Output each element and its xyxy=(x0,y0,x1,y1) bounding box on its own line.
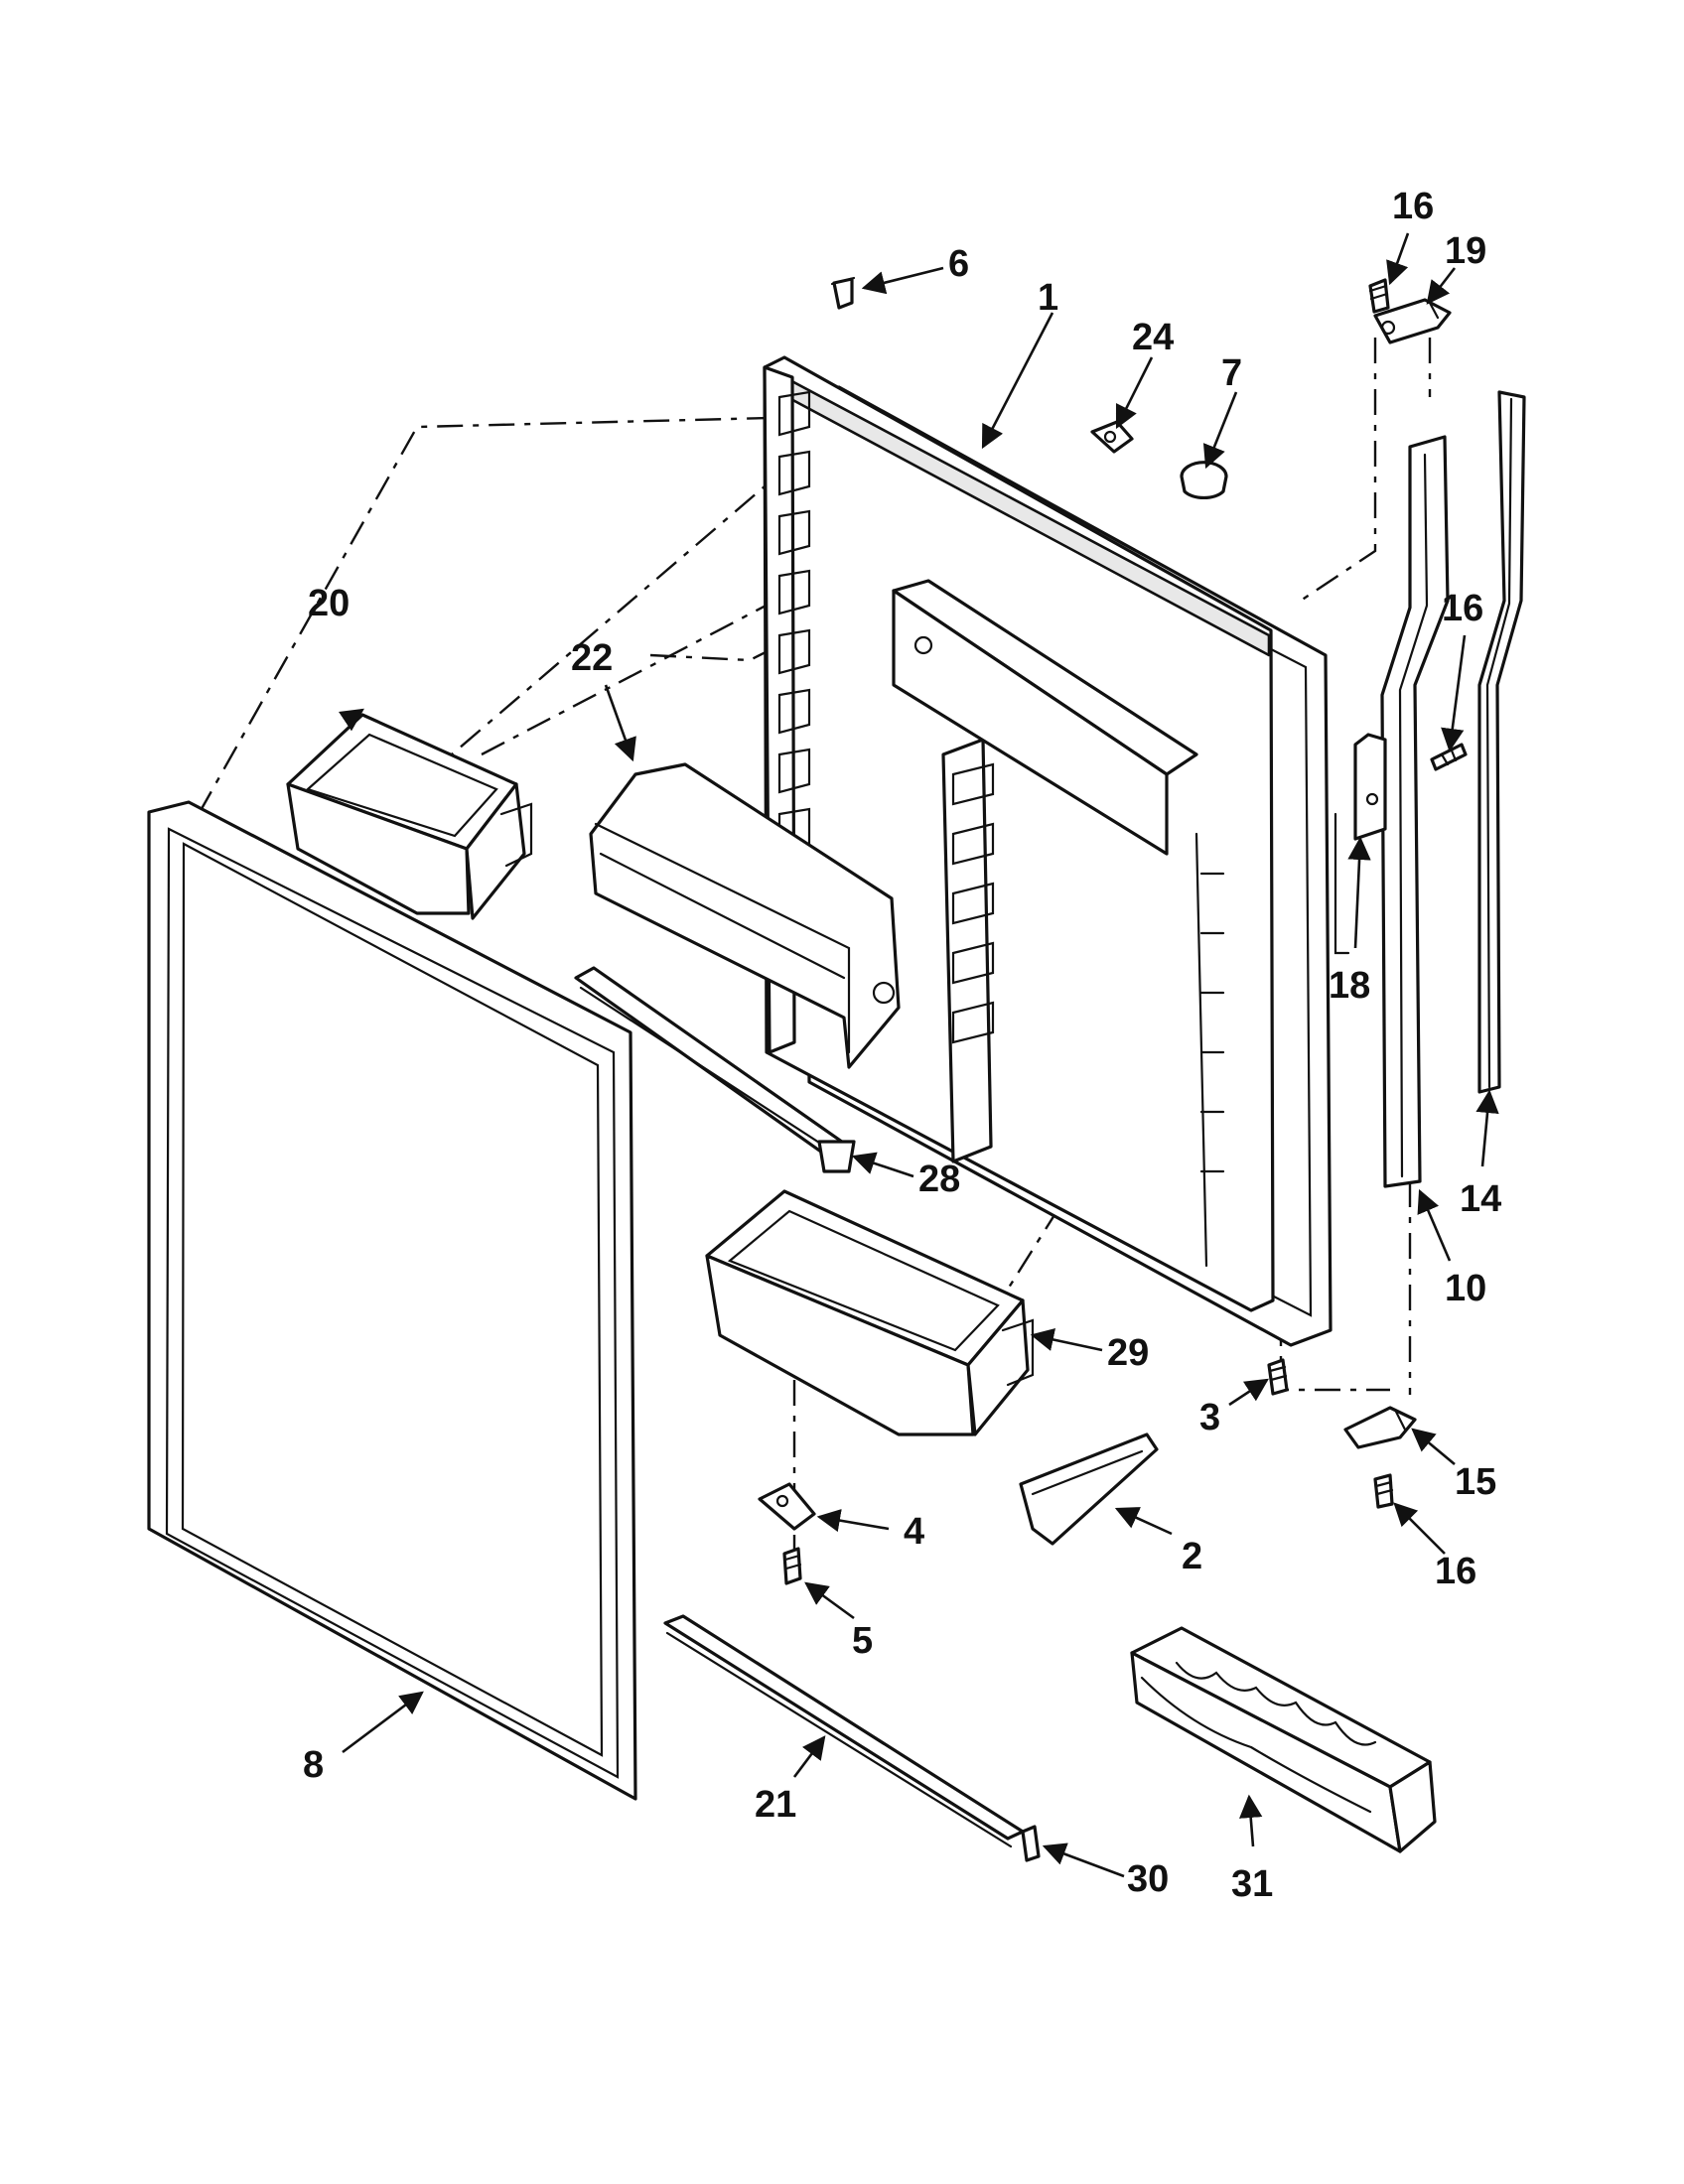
egg-tray xyxy=(1130,1626,1437,1853)
screw-bottom xyxy=(1373,1473,1394,1509)
hinge-rail xyxy=(1477,390,1526,1094)
callout-15: 15 xyxy=(1455,1461,1496,1503)
callout-10: 10 xyxy=(1445,1268,1486,1309)
trim-end-cap xyxy=(1021,1825,1041,1862)
callout-8: 8 xyxy=(303,1744,324,1786)
callout-16-bottom: 16 xyxy=(1435,1551,1476,1592)
callout-22: 22 xyxy=(571,637,613,679)
callout-4: 4 xyxy=(904,1511,924,1553)
lower-hinge-plate xyxy=(758,1482,816,1531)
callout-18: 18 xyxy=(1329,965,1370,1007)
screw-5 xyxy=(782,1547,802,1585)
leader-lines xyxy=(338,232,1499,1878)
liner-upper-shelf xyxy=(892,579,1198,856)
callout-31: 31 xyxy=(1231,1863,1273,1905)
callout-20: 20 xyxy=(308,583,350,624)
hinge-hole-cap xyxy=(1180,461,1228,500)
callout-7: 7 xyxy=(1221,352,1242,394)
callout-24: 24 xyxy=(1132,317,1174,358)
plug-button xyxy=(830,276,856,310)
hinge-side-trim xyxy=(1380,435,1450,1188)
upper-trim-strip xyxy=(574,966,856,1173)
lower-trim-strip xyxy=(663,1614,1025,1848)
callout-30: 30 xyxy=(1127,1858,1169,1900)
callout-14: 14 xyxy=(1460,1178,1501,1220)
hinge-bracket-plate xyxy=(1333,733,1387,955)
upper-door-bin xyxy=(286,713,533,920)
callout-28: 28 xyxy=(918,1159,960,1200)
callout-29: 29 xyxy=(1107,1332,1149,1374)
liner-center-rack xyxy=(941,738,995,1163)
door-liner xyxy=(763,355,1333,1347)
bottom-hinge xyxy=(1343,1406,1417,1449)
screw-top xyxy=(1368,278,1390,314)
top-hinge xyxy=(1373,298,1452,344)
door-gasket xyxy=(147,800,637,1801)
callout-1: 1 xyxy=(1038,277,1058,319)
callout-5: 5 xyxy=(852,1620,873,1662)
callout-labels: 6 1 24 7 16 19 16 18 14 10 3 15 16 20 22… xyxy=(303,186,1501,1905)
handle-cap xyxy=(1019,1433,1159,1546)
screw-3 xyxy=(1267,1358,1289,1396)
callout-2: 2 xyxy=(1182,1536,1202,1577)
bin-cover xyxy=(589,762,901,1069)
callout-19: 19 xyxy=(1445,230,1486,272)
lower-door-bin xyxy=(705,1189,1035,1436)
callout-21: 21 xyxy=(755,1784,796,1826)
callout-16-mid: 16 xyxy=(1442,588,1483,629)
callout-16-top: 16 xyxy=(1392,186,1434,227)
callout-3: 3 xyxy=(1199,1397,1220,1438)
grommet xyxy=(1090,420,1134,454)
callout-6: 6 xyxy=(948,243,969,285)
